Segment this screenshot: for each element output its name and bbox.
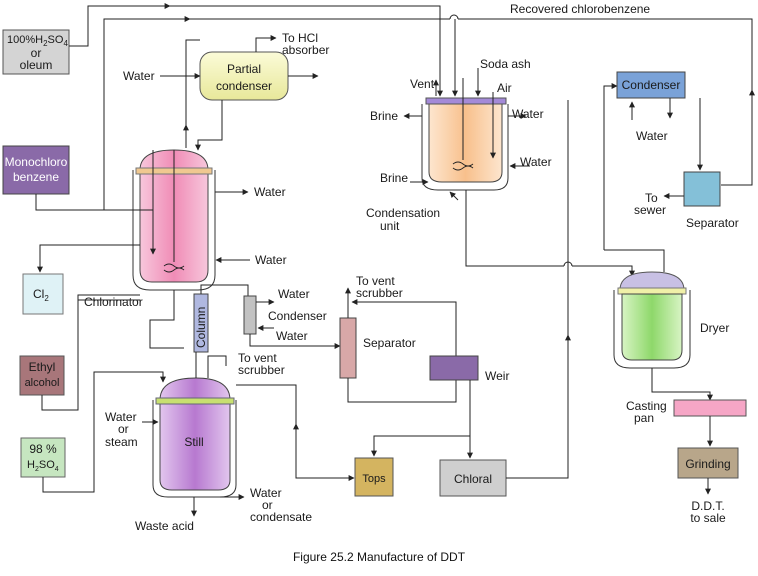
chlorinator-water-out-label: Water [254,185,286,199]
tops-label: Tops [362,473,386,485]
to-hcl-line1: To HCl [282,31,318,45]
oleum-sub2: 4 [63,39,68,48]
svg-text:H2SO4: H2SO4 [27,459,59,473]
right-condenser-label: Condenser [622,78,681,92]
weir-label: Weir [485,369,509,383]
monochlorobenzene-feed-box: Monochloro benzene [2,145,70,195]
weir [429,355,479,381]
chloral-label: Chloral [454,472,492,486]
middle-separator [339,317,357,379]
oleum-mid1: SO [48,34,64,46]
still-label: Still [184,435,203,449]
partial-condenser-water-label: Water [123,69,155,83]
ethyl-alcohol-feed-box: Ethyl alcohol [19,355,65,396]
recovered-chlorobenzene-label: Recovered chlorobenzene [510,2,650,16]
brine-out-label: Brine [370,109,398,123]
ethyl-line2: alcohol [25,377,60,389]
column: Column [193,293,209,353]
middle-separator-label: Separator [363,336,416,350]
water-condensate-line3: condensate [250,510,312,524]
waste-acid-label: Waste acid [135,519,194,533]
sulfuric-acid-feed-box: 98 % H2SO4 [20,437,66,478]
svg-text:Cl2: Cl2 [33,287,49,303]
sulfuric-mid: SO [39,459,55,471]
vent-scrubber-1-line2: scrubber [238,363,285,377]
condenser-water-in-label: Water [276,329,308,343]
casting-pan [673,399,747,417]
oleum-line3: oleum [20,58,53,72]
cl2-feed-box: Cl2 [22,273,64,315]
right-condenser: Condenser [616,71,686,99]
dryer-vessel [613,271,691,369]
partial-condenser: Partial condenser [199,51,289,101]
to-sewer-line2: sewer [634,203,666,217]
ddt-line2: to sale [690,511,726,525]
right-condenser-water-label: Water [636,129,668,143]
grinding-box: Grinding [677,447,739,479]
oleum-line2: or [31,46,42,60]
oleum-line1: 100%H [7,34,43,46]
column-label: Column [194,307,208,348]
vent-scrubber-2-line2: scrubber [356,286,403,300]
chlorinator-label: Chlorinator [84,295,143,309]
oleum-feed-box: 100%H2SO4 or oleum [2,29,70,75]
small-condenser-label: Condenser [268,309,327,323]
soda-ash-label: Soda ash [480,57,531,71]
water-steam-line3: steam [105,435,138,449]
casting-pan-line2: pan [634,411,654,425]
water-condensate-line1: Water [250,486,282,500]
chloral-box: Chloral [439,459,507,497]
condensation-unit-line1: Condensation [366,206,440,220]
condenser-water-out-label: Water [278,287,310,301]
ddt-line1: D.D.T. [691,499,724,513]
sulfuric-sub2: 4 [55,466,59,473]
condensation-water-out-label: Water [512,107,544,121]
dryer-label: Dryer [700,321,729,335]
monochloro-line2: benzene [13,170,59,184]
cl2-sub: 2 [44,294,49,303]
chlorinator-vessel [132,149,216,291]
right-separator [683,171,721,207]
condensation-unit-vessel [421,78,509,191]
to-hcl-line2: absorber [282,43,329,57]
partial-condenser-line1: Partial [227,62,261,76]
brine-in-label: Brine [380,171,408,185]
vent-scrubber-2-line1: To vent [356,274,395,288]
vent-label: Vent [410,77,435,91]
to-sewer-line1: To [645,191,658,205]
ethyl-line1: Ethyl [29,360,56,374]
water-condensate-line2: or [262,498,273,512]
air-label: Air [497,81,512,95]
vent-scrubber-1-line1: To vent [238,351,277,365]
still-vessel: Still [152,377,237,498]
water-steam-line1: Water [105,410,137,424]
small-condenser [243,295,257,335]
right-separator-label: Separator [686,216,739,230]
grinding-label: Grinding [685,457,730,471]
casting-pan-line1: Casting [626,399,667,413]
sulfuric-line1: 98 % [29,442,57,456]
sulfuric-main: H [27,459,35,471]
oleum-sub1: 2 [43,39,48,48]
chlorinator-water-in-label: Water [255,253,287,267]
sulfuric-sub1: 2 [35,466,39,473]
condensation-unit-line2: unit [380,219,400,233]
svg-text:100%H2SO4: 100%H2SO4 [7,34,68,48]
condensation-water-in-label: Water [520,155,552,169]
water-steam-line2: or [118,422,129,436]
cl2-main: Cl [33,287,44,301]
partial-condenser-line2: condenser [216,79,272,93]
tops-box: Tops [354,457,394,497]
figure-caption: Figure 25.2 Manufacture of DDT [293,550,466,564]
monochloro-line1: Monochloro [5,155,68,169]
